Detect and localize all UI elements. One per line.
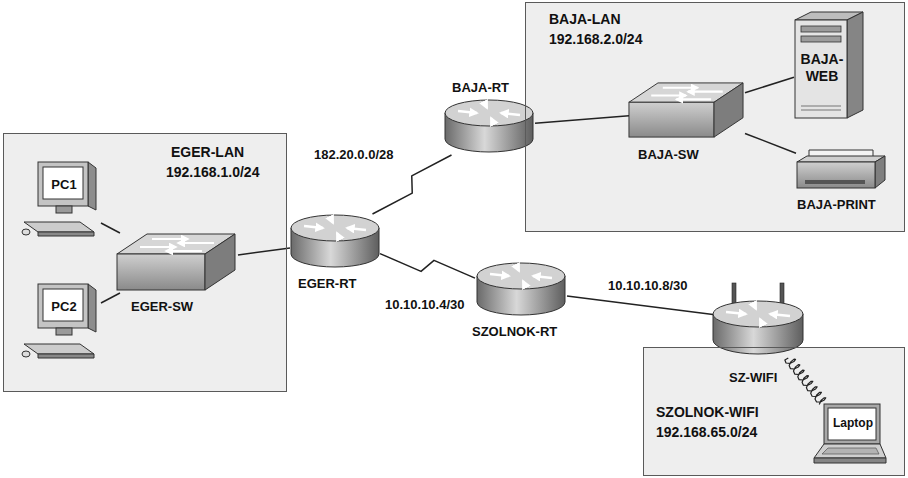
switch-icon [117,234,235,290]
laptop-icon [814,404,886,463]
serial-link [380,254,475,279]
switch-icon [629,83,743,137]
router-node: BAJA-RT [443,99,535,155]
ethernet-link [745,133,796,153]
server-icon [795,12,863,118]
region-ground [644,348,905,476]
device-name: EGER-RT [298,276,357,292]
wireless-link [785,358,826,404]
wireless-router-node: SZ-WIFI [713,283,805,358]
ethernet-link [535,116,629,124]
network-address: 192.168.65.0/24 [656,424,757,441]
laptop-node: Laptop [811,403,889,471]
device-name: BAJA-RT [452,80,509,96]
network-region: SZOLNOK-WIFI 192.168.65.0/24 SZ-WIFI Laptop [643,347,905,476]
router-node: EGER-RT [290,214,380,270]
pc-node: PC1 [21,161,101,243]
link-network: 182.20.0.0/28 [312,147,396,163]
router-node: SZOLNOK-RT [475,262,567,318]
network-region: EGER-LAN 192.168.1.0/24PC1PC2 EGER-SW [3,133,287,392]
ethernet-link [238,248,290,255]
network-address: 192.168.1.0/24 [166,164,259,181]
network-region: BAJA-LAN 192.168.2.0/24BAJA-SW BAJA-WEB BAJ… [525,2,905,232]
region-ground [526,3,905,232]
device-name: BAJA-PRINT [797,197,876,213]
network-name: EGER-LAN [171,144,244,161]
server-node: BAJA-WEB [794,11,866,121]
network-name: SZOLNOK-WIFI [656,404,759,421]
printer-node: BAJA-PRINT [796,149,888,193]
ethernet-link [567,296,713,315]
serial-link [372,155,451,214]
link-network: 10.10.10.4/30 [383,297,467,313]
printer-icon [797,150,885,188]
router-icon [477,263,565,315]
device-name: PC1 [44,177,84,193]
router-icon [445,100,533,152]
network-address: 192.168.2.0/24 [549,31,642,48]
ethernet-link [101,223,120,233]
device-name: Laptop [829,416,877,430]
switch-node: BAJA-SW [629,81,745,141]
link-network: 10.10.10.8/30 [606,278,690,294]
device-name: EGER-SW [131,299,193,315]
device-name: BAJA-WEB [797,51,847,85]
wireless-router-icon [713,283,803,354]
router-icon [291,215,379,267]
pc-node: PC2 [21,283,101,365]
switch-node: EGER-SW [116,233,238,293]
device-name: BAJA-SW [638,147,699,163]
ethernet-link [745,77,794,92]
ethernet-link [101,293,120,303]
region-ground [4,134,287,392]
device-name: PC2 [44,299,84,315]
pc-icon [22,284,96,358]
network-name: BAJA-LAN [549,11,621,28]
device-name: SZ-WIFI [729,370,777,386]
device-name: SZOLNOK-RT [472,324,557,340]
pc-icon [22,162,96,236]
